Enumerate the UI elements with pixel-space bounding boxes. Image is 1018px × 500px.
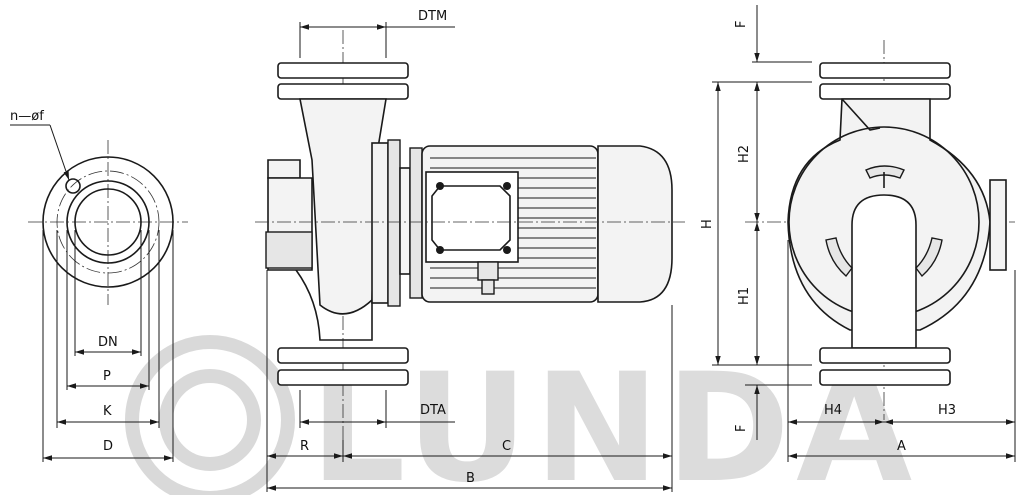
label-dtm: DTM xyxy=(418,9,447,24)
n-of-leader xyxy=(49,124,70,181)
impeller-vane-top xyxy=(865,165,905,179)
screw-icon xyxy=(503,182,511,190)
adapter-neck xyxy=(399,167,411,275)
label-h1: H1 xyxy=(737,287,752,305)
flange-end-view: n—øf DN P K D xyxy=(10,109,188,462)
raised-face-circle xyxy=(66,180,150,264)
bolt-hole xyxy=(65,178,81,194)
suction-tab xyxy=(267,159,301,179)
flange-outer-circle xyxy=(42,156,174,288)
screw-icon xyxy=(436,246,444,254)
bracket-plate xyxy=(371,142,389,304)
side-view: DTM DTA R C B xyxy=(255,9,685,492)
label-f-bottom: F xyxy=(734,425,749,432)
front-top-flange-outer xyxy=(819,62,951,79)
label-h3: H3 xyxy=(938,403,956,418)
label-b: B xyxy=(466,471,475,486)
label-a: A xyxy=(897,439,906,454)
label-h: H xyxy=(700,219,715,229)
cable-gland xyxy=(477,261,499,281)
fan-cover xyxy=(597,145,673,303)
motor-flange xyxy=(409,147,423,299)
label-f-top: F xyxy=(734,21,749,28)
outlet-pipe xyxy=(851,194,917,349)
impeller-vane-left xyxy=(825,237,853,278)
label-h2: H2 xyxy=(737,145,752,163)
label-dta: DTA xyxy=(420,403,446,418)
label-r: R xyxy=(300,439,309,454)
bottom-flange-inner xyxy=(277,347,409,364)
watermark-ring-inner xyxy=(159,369,261,471)
front-view: F H H2 H1 F H4 H3 A xyxy=(700,5,1016,462)
screw-icon xyxy=(503,246,511,254)
label-k: K xyxy=(103,404,112,419)
bottom-flange-outer xyxy=(277,369,409,386)
label-c: C xyxy=(502,439,511,454)
adapter-flange xyxy=(387,139,401,307)
label-n-of: n—øf xyxy=(10,109,44,124)
impeller-vane-right xyxy=(915,237,943,278)
lower-body xyxy=(295,269,373,341)
top-flange-inner xyxy=(277,83,409,100)
front-bottom-flange-outer xyxy=(819,369,951,386)
label-p: P xyxy=(103,369,111,384)
bolt-circle xyxy=(56,170,160,274)
watermark-text: LUNDA xyxy=(310,342,918,495)
bore-circle xyxy=(74,188,142,256)
label-dn: DN xyxy=(98,335,118,350)
label-h4: H4 xyxy=(824,403,842,418)
top-flange-outer xyxy=(277,62,409,79)
front-bottom-flange-inner xyxy=(819,347,951,364)
nozzle-band xyxy=(265,231,313,269)
front-top-flange-inner xyxy=(819,83,951,100)
cable-gland-nut xyxy=(481,279,495,295)
terminal-cover xyxy=(431,185,511,251)
watermark-ring-outer xyxy=(125,335,295,500)
screw-icon xyxy=(436,182,444,190)
label-d: D xyxy=(103,439,113,454)
side-boss xyxy=(989,179,1007,271)
front-volute-lip xyxy=(841,98,881,131)
